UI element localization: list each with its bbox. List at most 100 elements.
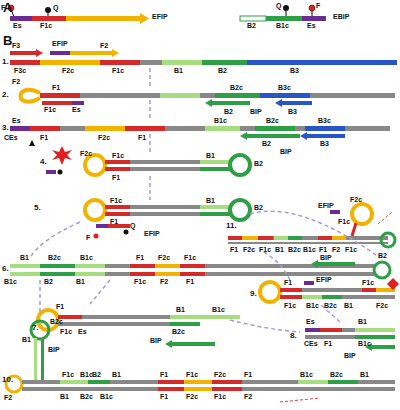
fluorophore [309, 5, 315, 11]
part-label: F2c [80, 150, 92, 157]
loop [31, 321, 49, 339]
part-label: 10. [2, 376, 13, 384]
part-label: B3 [288, 108, 297, 115]
step-10 [6, 321, 395, 402]
part-label: F2c [62, 67, 74, 74]
part-label: B1 [20, 254, 29, 261]
dna-segment [22, 387, 395, 391]
part-label: B1 [176, 306, 185, 313]
step-5 [85, 200, 250, 239]
dna-segment [30, 126, 60, 131]
dna-segment [305, 335, 395, 339]
part-label: Es [12, 117, 21, 124]
probe-piece [46, 170, 56, 174]
dna-segment [40, 60, 100, 65]
part-label: F1c [110, 197, 122, 204]
dna-segment [280, 295, 395, 299]
dna-segment [130, 160, 200, 164]
stem [34, 338, 37, 380]
stem [352, 223, 356, 236]
part-label: B2 [92, 371, 101, 378]
part-label: F1 [186, 278, 194, 285]
part-label: F [86, 234, 90, 241]
part-label: BIP [250, 108, 262, 115]
part-label: 9. [250, 290, 257, 298]
dna-segment [160, 93, 200, 98]
probe-piece [72, 101, 84, 105]
part-label: B1c [358, 340, 371, 347]
dna-segment [310, 93, 395, 98]
part-label: B1c [214, 117, 227, 124]
part-label: F1c [259, 246, 271, 253]
part-label: B1 [112, 371, 121, 378]
part-label: B1 [206, 197, 215, 204]
dna-segment [305, 328, 395, 332]
dna-segment [130, 272, 155, 276]
part-label: F2 [100, 42, 108, 49]
quencher [45, 7, 51, 13]
step-6 [10, 260, 390, 278]
part-label: BIP [280, 148, 292, 155]
part-label: B2c [48, 254, 61, 261]
dna-segment [170, 315, 200, 319]
dna-segment [105, 212, 130, 216]
step-arrow [149, 134, 151, 154]
part-label: Es [78, 328, 87, 335]
dna-segment [212, 387, 242, 391]
dna-segment [180, 264, 205, 268]
step-arrow [149, 68, 151, 88]
dna-segment [305, 328, 320, 332]
part-label: F1c [62, 371, 74, 378]
part-label: B2c [80, 393, 93, 400]
dna-segment [170, 322, 200, 326]
part-label: B1 [206, 152, 215, 159]
part-label: F1 [160, 371, 168, 378]
dna-segment [205, 126, 240, 131]
part-label: B2c [172, 328, 185, 335]
part-label: F1c [44, 106, 56, 113]
dna-segment [165, 126, 390, 131]
dna-segment [200, 212, 230, 216]
dna-segment [60, 126, 85, 131]
dna-segment [200, 167, 230, 171]
dna-segment [274, 236, 288, 240]
part-label: B2c [324, 302, 337, 309]
part-label: F [316, 2, 320, 9]
dna-segment [200, 93, 215, 98]
part-label: F1 [160, 393, 168, 400]
dna-segment [125, 126, 165, 131]
quencher [124, 230, 129, 235]
part-label: EFIP [144, 230, 160, 237]
part-label: F1 [56, 303, 64, 310]
fluorophore [94, 234, 99, 239]
dna-segment [288, 236, 302, 240]
part-label: F2 [12, 78, 20, 85]
dna-segment [130, 212, 200, 216]
part-label: F2 [332, 246, 340, 253]
dna-segment [100, 60, 140, 65]
dna-segment [10, 272, 40, 276]
loop [381, 233, 395, 247]
bip-primer [165, 340, 215, 348]
release-arrow [378, 212, 392, 224]
step-4-dumbbell [46, 146, 250, 175]
fluorescence-burst [52, 146, 72, 165]
f3-primer [10, 49, 43, 57]
part-label: EFIP [152, 13, 168, 20]
dna-segment [158, 380, 184, 384]
part-label: B [3, 34, 12, 47]
part-label: F1 [324, 340, 332, 347]
part-label: B1c [100, 393, 113, 400]
dna-segment [228, 236, 388, 240]
part-label: EFIP [318, 202, 334, 209]
step-arrow [149, 100, 151, 120]
part-label: F2 [160, 278, 168, 285]
step-arrow [250, 211, 380, 258]
quencher [58, 170, 63, 175]
part-label: CEs [4, 134, 18, 141]
bip-primer [205, 99, 250, 107]
dna-segment [10, 272, 375, 276]
dna-segment [105, 160, 130, 164]
dna-segment [184, 380, 212, 384]
loop [260, 282, 280, 302]
